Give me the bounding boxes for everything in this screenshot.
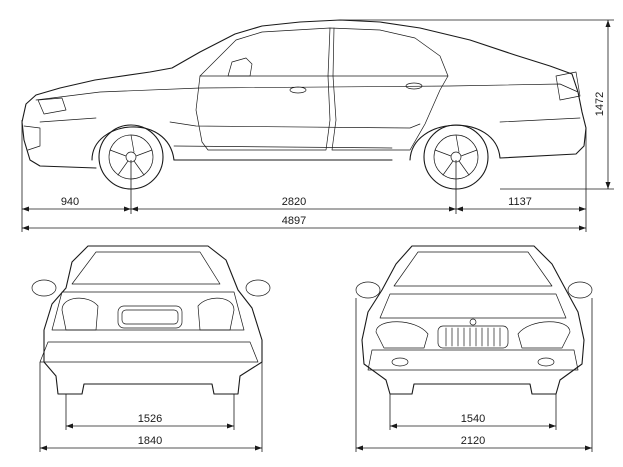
front-right-mirror: [567, 281, 593, 299]
side-front-bumper: [23, 125, 41, 151]
rear-trunk-lid: [51, 291, 245, 331]
front-left-mirror: [355, 281, 381, 299]
front-view: 1540 2120: [355, 245, 593, 452]
rear-bumper: [39, 341, 259, 363]
rear-right-mirror: [245, 279, 271, 297]
side-sill: [173, 145, 393, 149]
front-door-handle: [289, 86, 307, 94]
front-grille: [437, 325, 509, 349]
rear-width-label: 1840: [138, 435, 162, 447]
front-right-headlight: [517, 321, 571, 349]
front-badge: [469, 318, 477, 326]
side-crease-upper: [35, 83, 579, 101]
rear-body-outline: [43, 245, 263, 395]
side-body-outline: [21, 19, 587, 169]
height-label: 1472: [594, 92, 606, 116]
front-hood: [379, 293, 567, 319]
side-taillight: [555, 71, 581, 101]
front-width-label: 2120: [461, 435, 485, 447]
rear-plate-inner: [121, 309, 179, 325]
side-mirror: [227, 57, 253, 77]
side-b-pillar-2: [332, 27, 335, 77]
front-bumper: [367, 349, 579, 371]
rear-right-taillight: [197, 297, 235, 331]
front-track-label: 1540: [461, 413, 485, 425]
side-front-wheel: [98, 124, 164, 190]
side-window-outline: [199, 27, 449, 77]
overall-length-label: 4897: [282, 215, 306, 227]
side-rear-arch: [409, 124, 501, 161]
front-windshield: [393, 251, 553, 287]
rear-plate: [117, 305, 183, 329]
front-overhang-label: 940: [61, 196, 79, 208]
rear-door-handle: [405, 82, 423, 90]
front-left-foglight: [391, 357, 409, 367]
rear-view: 1526 1840: [31, 245, 271, 452]
front-body-outline: [361, 245, 585, 395]
side-crease-lower: [39, 117, 581, 129]
rear-track-label: 1526: [138, 413, 162, 425]
front-left-headlight: [375, 321, 429, 349]
side-front-arch: [91, 126, 175, 161]
side-rear-door: [331, 75, 449, 151]
side-b-pillar: [327, 27, 331, 77]
rear-left-mirror: [31, 279, 57, 297]
wheelbase-label: 2820: [282, 196, 306, 208]
side-front-door: [195, 75, 331, 151]
side-view: 940 2820 1137 4897 1472: [21, 19, 614, 232]
side-headlight: [37, 97, 67, 115]
rear-overhang-label: 1137: [508, 196, 532, 208]
rear-window: [71, 251, 221, 285]
front-right-foglight: [537, 357, 555, 367]
rear-left-taillight: [61, 297, 99, 331]
